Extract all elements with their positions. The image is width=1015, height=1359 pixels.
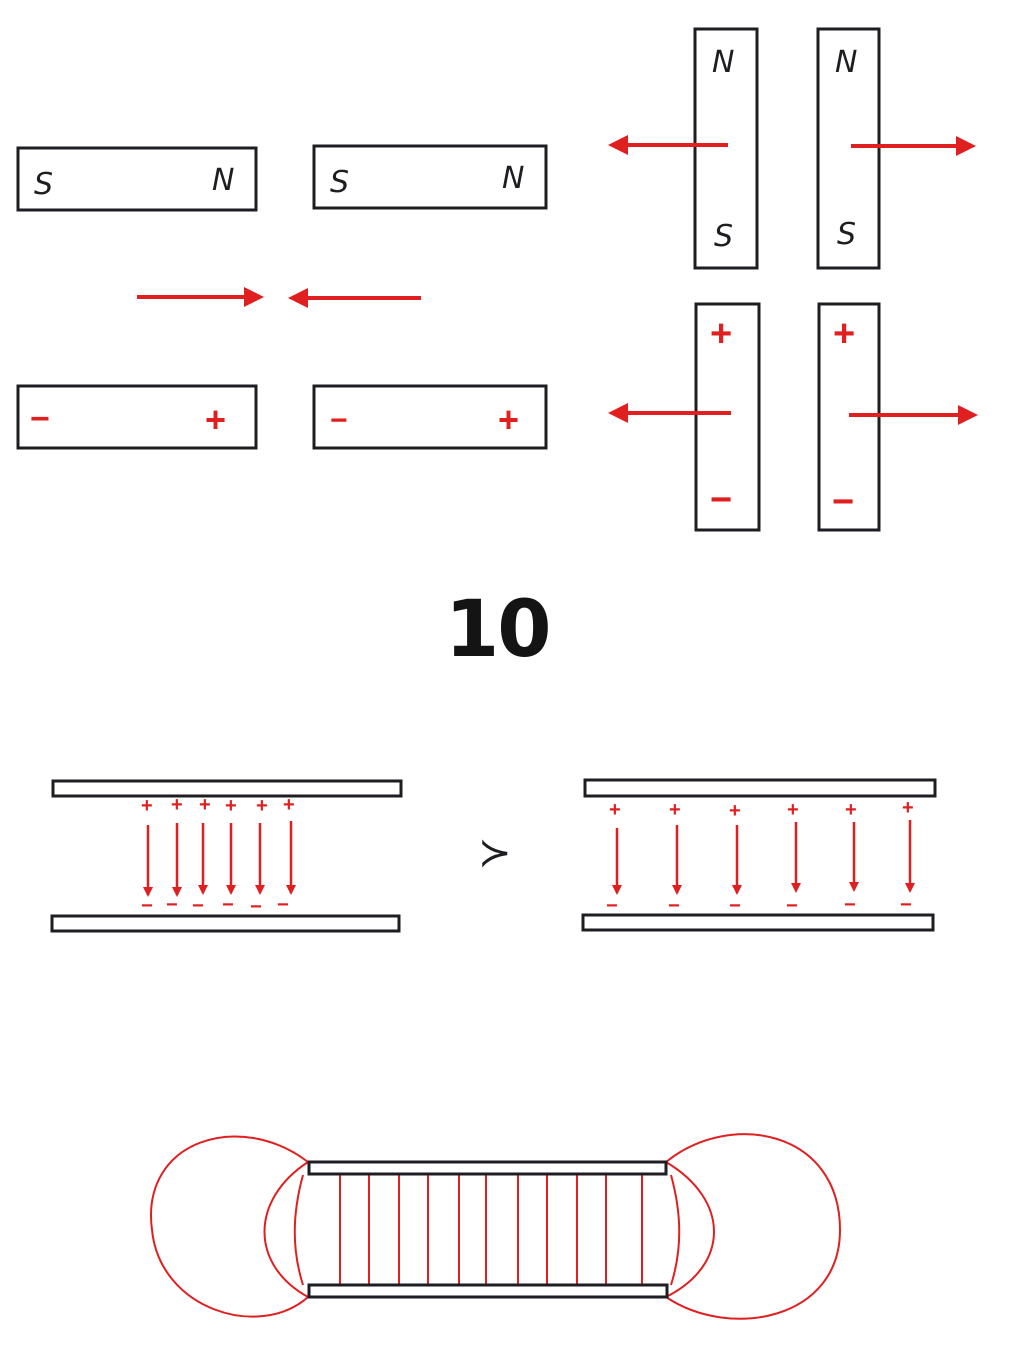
charge-label: + (498, 399, 519, 440)
capacitor-sparse: + + + + + + − − − − − − (581, 778, 937, 932)
capacitor-fringe (150, 1133, 842, 1320)
charge-label: − (710, 479, 732, 521)
pole-label: N (502, 161, 524, 196)
plus-sign: + (171, 794, 183, 816)
plus-sign: + (256, 795, 268, 817)
minus-sign: − (192, 895, 204, 917)
pole-label: N (712, 45, 734, 80)
pole-label: N (212, 163, 234, 198)
minus-sign: − (250, 896, 262, 918)
plus-sign: + (729, 800, 741, 822)
magnet-horizontal-2: S N (312, 144, 548, 210)
charge-label: + (833, 313, 855, 355)
comparison-symbol: ≻ (478, 831, 512, 875)
pole-label: S (330, 165, 349, 200)
pole-label: N (835, 45, 857, 80)
plus-sign: + (283, 794, 295, 816)
pole-label: S (34, 167, 53, 202)
minus-sign: − (786, 895, 798, 917)
minus-sign: − (141, 895, 153, 917)
minus-sign: − (606, 895, 618, 917)
magnet-horizontal-1: S N (16, 146, 258, 212)
plus-sign: + (787, 799, 799, 821)
pole-label: S (837, 217, 856, 252)
charged-bar-horizontal-2: − + (312, 384, 548, 450)
plus-sign: + (199, 794, 211, 816)
charge-label: + (710, 313, 732, 355)
charged-bar-vertical-1: + − (608, 302, 761, 532)
charged-bar-horizontal-1: − + (16, 384, 258, 450)
plus-sign: + (225, 795, 237, 817)
charged-bar-vertical-2: + − (817, 302, 978, 532)
pole-label: S (714, 219, 733, 254)
figure-number: 10 (445, 585, 552, 675)
minus-sign: − (277, 894, 289, 916)
charge-label: − (330, 404, 348, 437)
charge-label: + (205, 399, 226, 440)
minus-sign: − (900, 894, 912, 916)
minus-sign: − (668, 895, 680, 917)
minus-sign: − (166, 894, 178, 916)
plus-sign: + (609, 799, 621, 821)
plus-sign: + (902, 797, 914, 819)
minus-sign: − (844, 894, 856, 916)
magnet-vertical-1: N S (608, 27, 759, 270)
attraction-arrows (137, 287, 421, 308)
plus-sign: + (669, 799, 681, 821)
plus-sign: + (845, 799, 857, 821)
capacitor-dense: + + + + + + − − − − − − (50, 779, 403, 933)
charge-label: − (30, 400, 50, 438)
minus-sign: − (729, 895, 741, 917)
minus-sign: − (222, 894, 234, 916)
plus-sign: + (141, 795, 153, 817)
charge-label: − (832, 481, 854, 523)
magnet-vertical-2: N S (816, 27, 976, 270)
